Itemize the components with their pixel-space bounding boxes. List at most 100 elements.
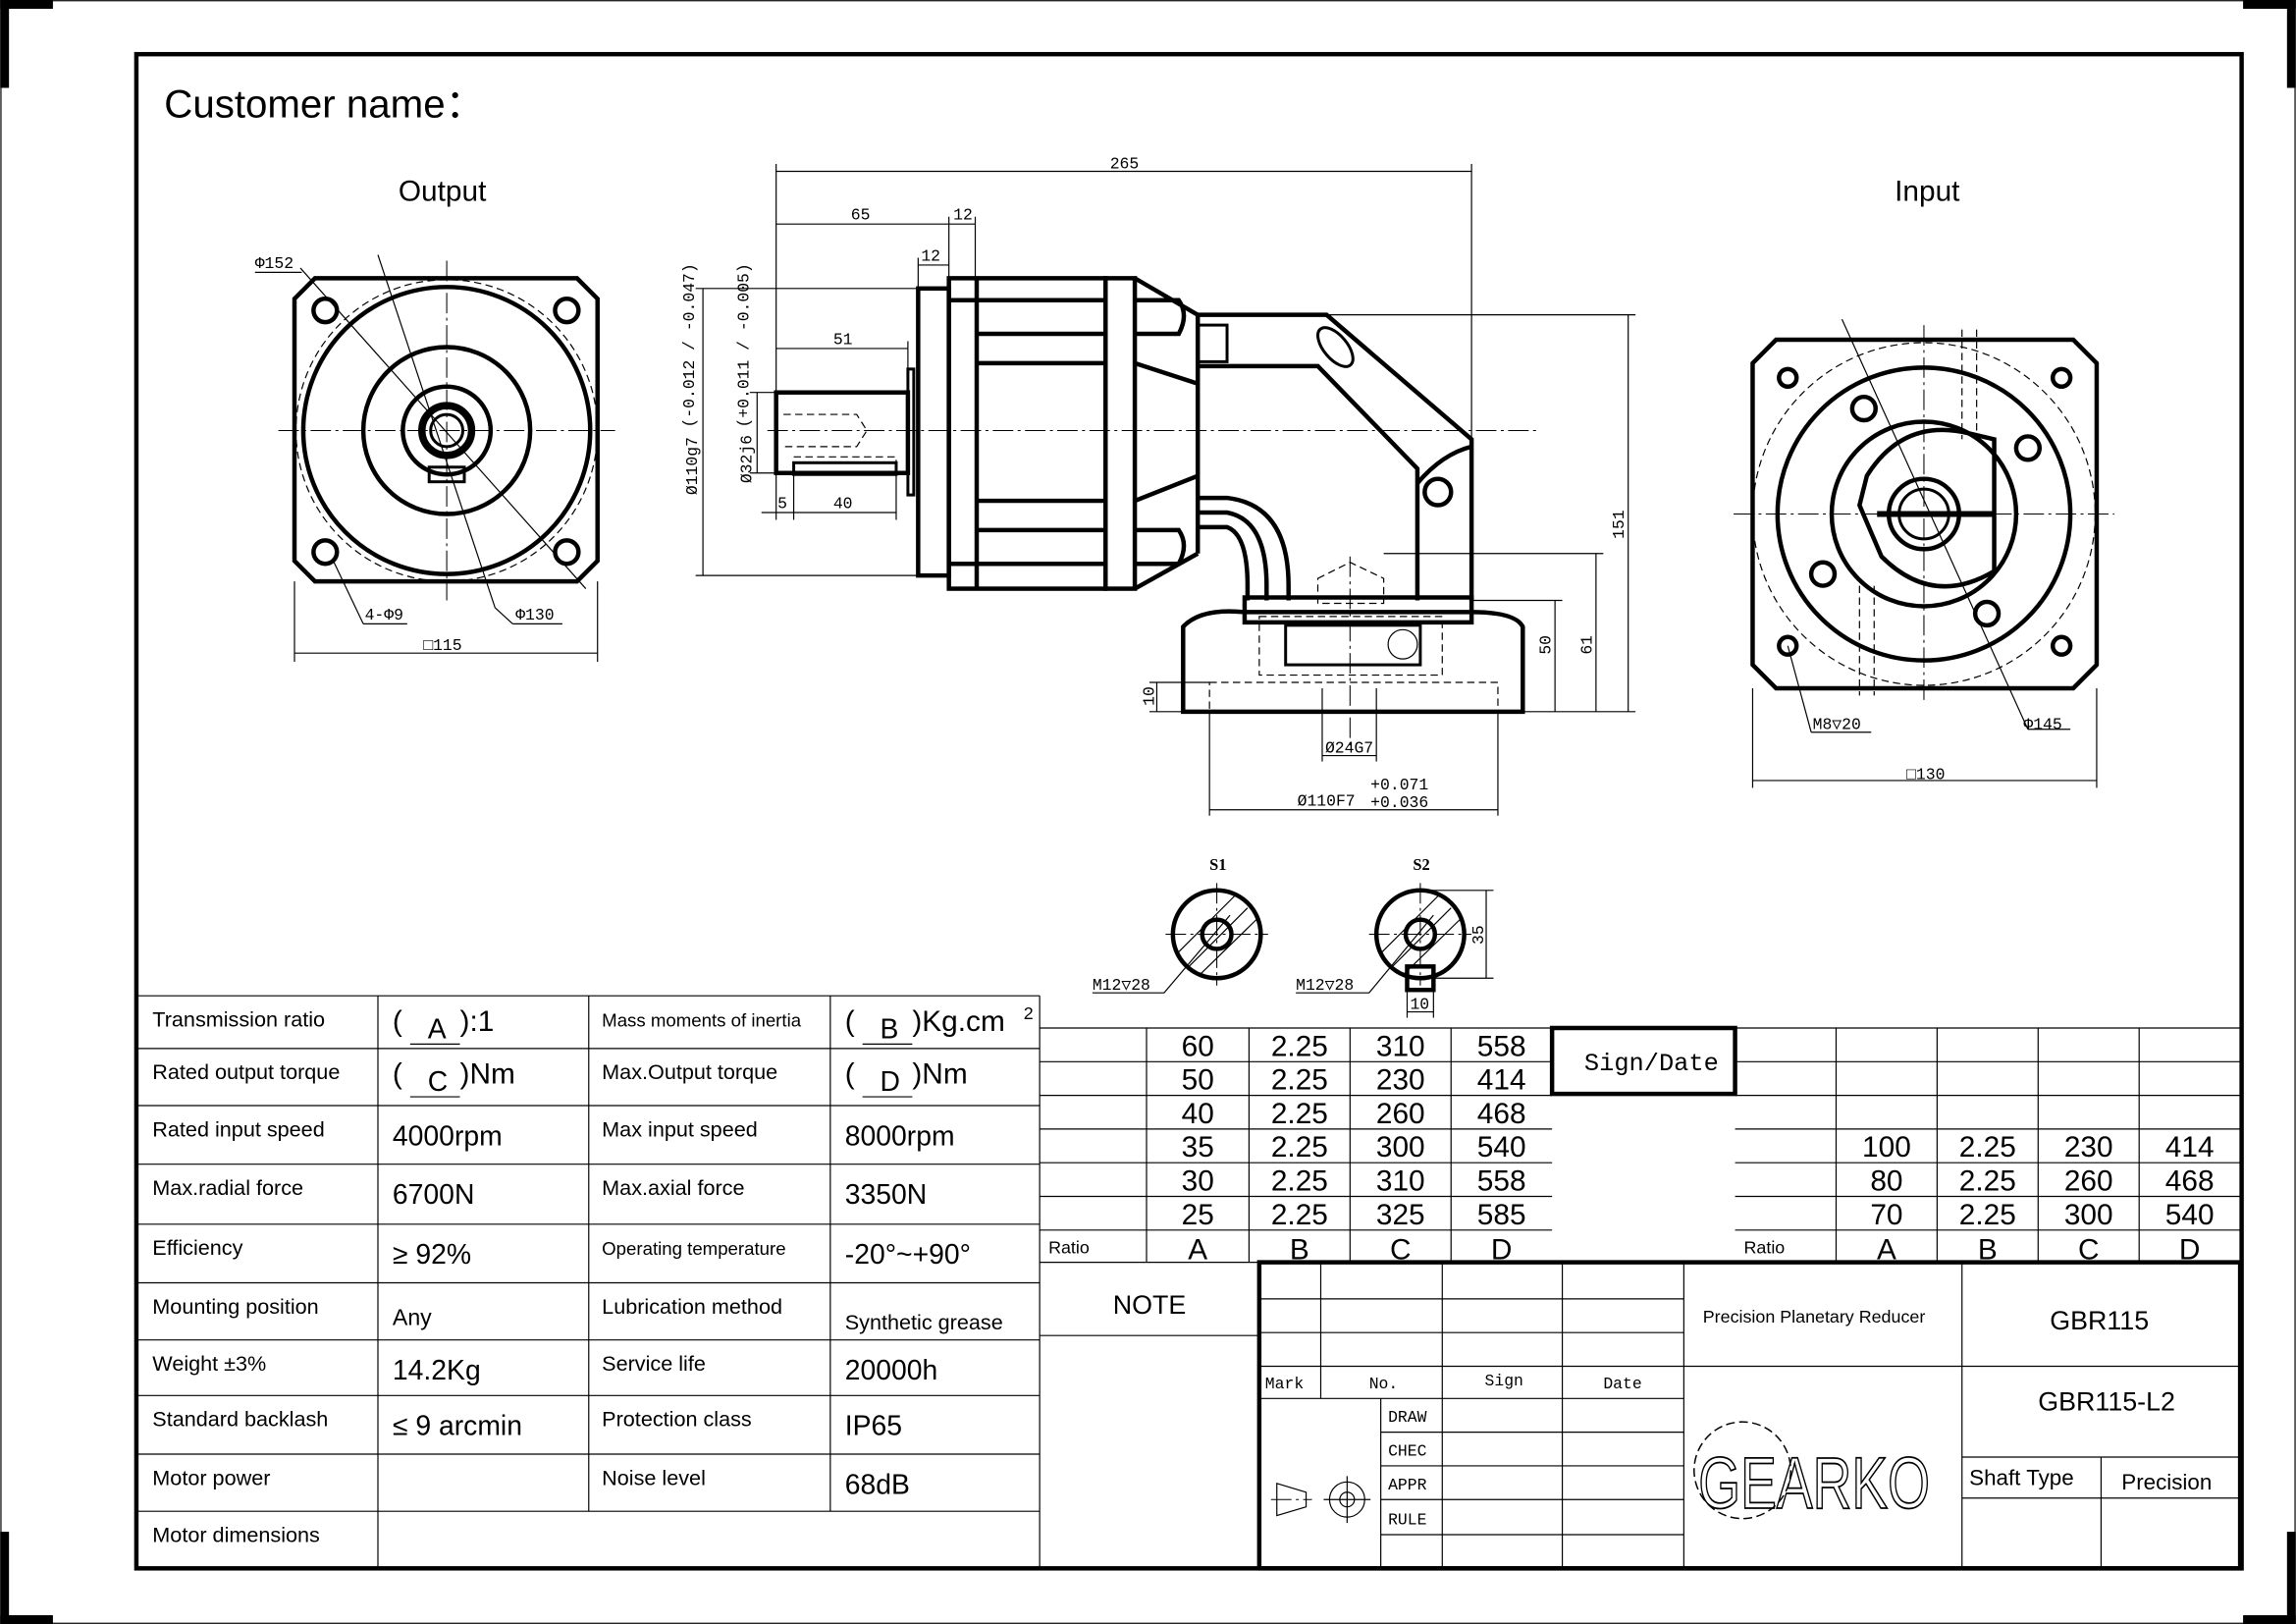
spec-label: Rated output torque [152,1059,340,1084]
ratio-cell: 230 [1376,1064,1425,1097]
customer-name-label: Customer name： [164,81,485,126]
spec-value-bracket: ( [393,1005,402,1038]
model-number: GBR115 [2050,1306,2149,1335]
ratio-cell: 310 [1376,1165,1425,1198]
spec-label: Weight ±3% [152,1351,266,1376]
ratio-cell: 300 [1376,1131,1425,1164]
shaft-type-label: Shaft Type [1969,1465,2074,1489]
drawing-frame [133,51,2244,1571]
ratio-cell: 468 [1477,1098,1526,1130]
spec-row: Motor dimensions [152,1522,320,1546]
ratio-cell: 2.25 [1271,1165,1328,1198]
dim-overall-length: 265 [1110,155,1140,174]
drawing-number: GBR115-L2 [2038,1386,2175,1416]
dim-40: 40 [833,495,853,514]
rev-header-mark: Mark [1265,1375,1304,1393]
spec-label: Service life [602,1351,706,1376]
dim-10: 10 [1140,686,1158,706]
ratio-cell: 50 [1182,1064,1214,1097]
spec-label: Max input speed [602,1116,758,1141]
s2-height-dim: 35 [1469,925,1488,945]
dim-12-a: 12 [953,206,973,225]
ratio-cell: 325 [1376,1199,1425,1231]
ratio-cell: 2.25 [1271,1199,1328,1231]
spec-value: ≥ 92% [393,1239,471,1271]
spec-value-unit: )Nm [460,1058,515,1091]
ratio-cell: 2.25 [1959,1165,2016,1198]
ratio-header-label: Ratio [1744,1238,1786,1258]
spec-label: Mass moments of inertia [602,1009,802,1030]
dim-shaft-dia: Ø32j6 [737,435,756,483]
ratio-header-d: D [2179,1234,2201,1267]
ratio-cell: 2.25 [1271,1030,1328,1062]
spec-label: Motor power [152,1465,270,1489]
spec-value-unit: )Kg.cm [912,1005,1004,1038]
spec-value: -20°~+90° [845,1239,971,1271]
spec-label: Max.axial force [602,1175,744,1200]
spec-label: Lubrication method [602,1294,782,1319]
spec-value-unit: ):1 [460,1005,495,1038]
spec-label: Operating temperature [602,1238,785,1259]
sign-date-box: Sign/Date [1549,1025,1737,1097]
ratio-cell: 585 [1477,1199,1526,1231]
spec-label: Protection class [602,1407,752,1432]
spec-value-bracket: ( [845,1058,855,1091]
note-label: NOTE [1113,1290,1187,1320]
spec-value: IP65 [845,1411,902,1442]
spec-value: 3350N [845,1179,927,1211]
spec-value: 4000rpm [393,1120,503,1152]
ratio-cell: 468 [2165,1165,2215,1198]
input-view-title: Input [1895,175,1960,207]
dim-50: 50 [1537,635,1556,655]
spec-value: 68dB [845,1469,910,1500]
approval-rule: RULE [1388,1511,1426,1530]
shaft-type-value: Precision [2121,1470,2212,1494]
spec-row: Motor power Noise level 68dB [152,1465,910,1500]
spec-label: Standard backlash [152,1407,328,1432]
spec-label: Noise level [602,1465,706,1489]
ratio-cell: 414 [2165,1131,2215,1164]
input-pcd-dim: Φ145 [2023,716,2061,734]
ratio-cell: 25 [1182,1199,1214,1231]
spec-value: 8000rpm [845,1120,955,1152]
sign-date-label: Sign/Date [1584,1050,1719,1078]
output-holes-dim: 4-Φ9 [365,606,403,624]
ratio-cell: 260 [1376,1098,1425,1130]
spec-label: Motor dimensions [152,1522,320,1546]
product-name: Precision Planetary Reducer [1703,1307,1926,1326]
ratio-cell: 80 [1870,1165,1902,1198]
s2-key-dim: 10 [1410,996,1429,1014]
spec-label: Efficiency [152,1235,242,1260]
spec-value-bracket: ( [845,1005,855,1038]
spec-row: Efficiency Operating temperature ≥ 92% -20°… [152,1235,971,1271]
input-thread-dim: M8▽20 [1813,716,1861,734]
spec-value-superscript: 2 [1024,1003,1034,1023]
dim-bore: Ø24G7 [1325,739,1373,758]
ratio-row: 50 2.25 230 414 [1182,1064,1526,1097]
ratio-cell: 100 [1862,1131,1911,1164]
ratio-cell: 300 [2064,1199,2113,1231]
ratio-cell: 414 [1477,1064,1526,1097]
spec-value: 14.2Kg [393,1355,481,1386]
ratio-cell: 2.25 [1271,1064,1328,1097]
output-flange-view: Φ152 4-Φ9 Φ130 □115 [255,254,615,663]
ratio-row: 25 2.25 325 585 [1182,1199,1526,1231]
ratio-cell: 558 [1477,1165,1526,1198]
logo-text: GEARKO [1698,1441,1930,1524]
output-view-title: Output [399,175,487,207]
ratio-cell: 2.25 [1959,1131,2016,1164]
s1-thread-dim: M12▽28 [1093,976,1150,995]
spec-label: Max.radial force [152,1175,303,1200]
